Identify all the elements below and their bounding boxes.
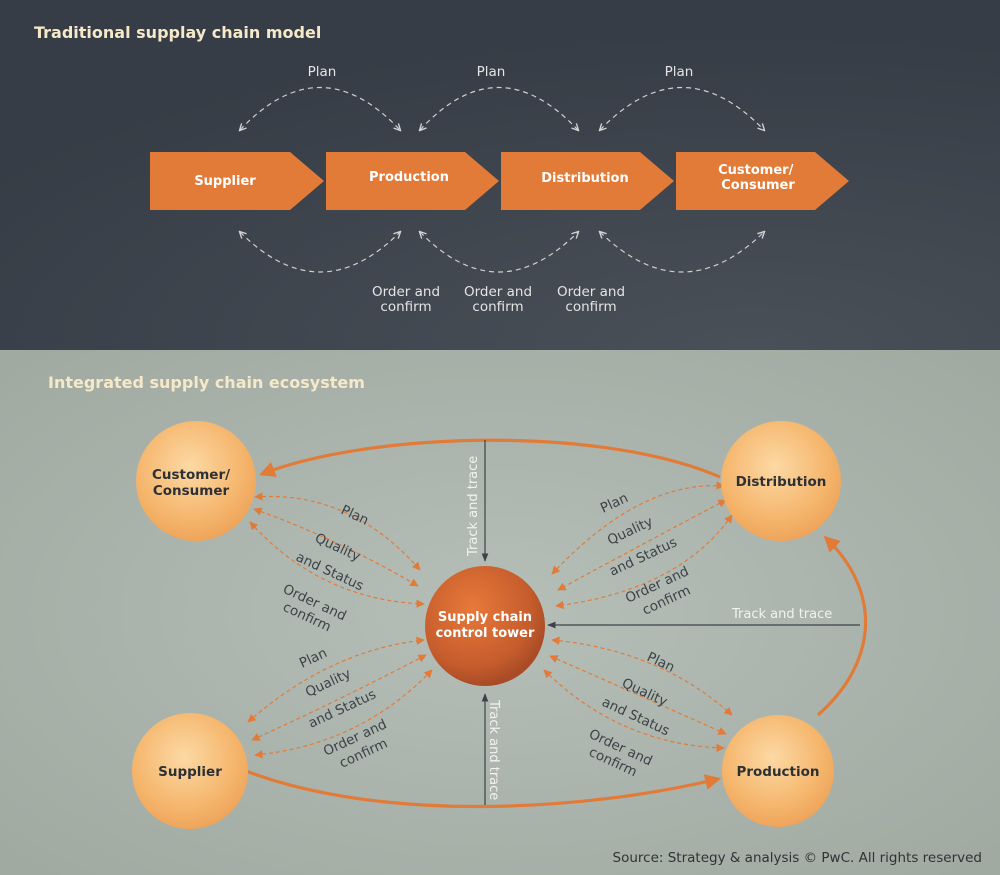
order-arc-1 [240,232,400,273]
plan-label-2: Plan [477,64,506,80]
link-customer-quality [253,507,419,587]
link-distribution-quality [557,499,727,591]
main-flows [245,438,868,809]
order-label-3a: Order and [557,284,625,300]
link-customer-order [249,521,425,608]
stage-label-production: Production [369,170,449,185]
node-distribution-circle [721,421,841,541]
track-label-top: Track and trace [466,456,481,557]
node-customer-label-1: Customer/ [152,467,230,483]
node-production-label: Production [736,764,819,780]
node-production: Production [722,715,834,827]
node-supplier: Supplier [132,713,248,829]
traditional-title: Traditional supplay chain model [34,23,321,42]
stage-label-supplier: Supplier [194,174,256,189]
flow-distribution-to-customer [259,438,721,479]
plan-arc-3 [600,87,764,131]
stage-label-distribution: Distribution [541,171,628,186]
plan-label-1: Plan [308,64,337,80]
plan-arc-1 [240,87,400,131]
node-customer-circle [136,421,256,541]
order-arc-3 [600,232,764,273]
node-production-circle [722,715,834,827]
control-tower: Supply chain control tower [425,566,545,686]
plan-arcs [240,87,764,131]
plan-arc-2 [420,87,578,131]
link-distribution-order [555,514,733,610]
plan-label-3: Plan [665,64,694,80]
flow-production-to-distribution [816,535,868,717]
stage-box-distribution [501,152,674,210]
source-credit: Source: Strategy & analysis © PwC. All r… [613,850,982,866]
order-label-1a: Order and [372,284,440,300]
stage-box-production [326,152,499,210]
order-label-1b: confirm [380,299,431,315]
stage-box-supplier [150,152,324,210]
link-supplier-order [254,669,433,759]
order-label-2b: confirm [472,299,523,315]
flow-supplier-to-production [245,769,722,809]
track-label-right: Track and trace [731,607,832,622]
node-customer-label-2: Consumer [153,483,230,499]
control-tower-label-2: control tower [436,626,535,641]
control-tower-label-1: Supply chain [438,610,532,625]
order-arc-2 [420,232,578,273]
stage-boxes: Supplier Production Distribution Custome… [150,152,849,210]
order-arcs [240,232,764,273]
link-production-order [543,669,725,752]
node-distribution-label: Distribution [736,474,827,490]
ecosystem-title: Integrated supply chain ecosystem [48,373,365,392]
info-links [247,481,733,759]
node-distribution: Distribution [721,421,841,541]
order-label-3b: confirm [565,299,616,315]
node-supplier-circle [132,713,248,829]
track-label-bottom: Track and trace [486,699,501,800]
node-customer: Customer/ Consumer [136,421,256,541]
control-tower-circle [425,566,545,686]
stage-label-customer: Customer/ Consumer [718,163,798,193]
order-label-2a: Order and [464,284,532,300]
node-supplier-label: Supplier [158,764,222,780]
stage-box-customer [676,152,849,210]
track-lines [481,440,860,805]
